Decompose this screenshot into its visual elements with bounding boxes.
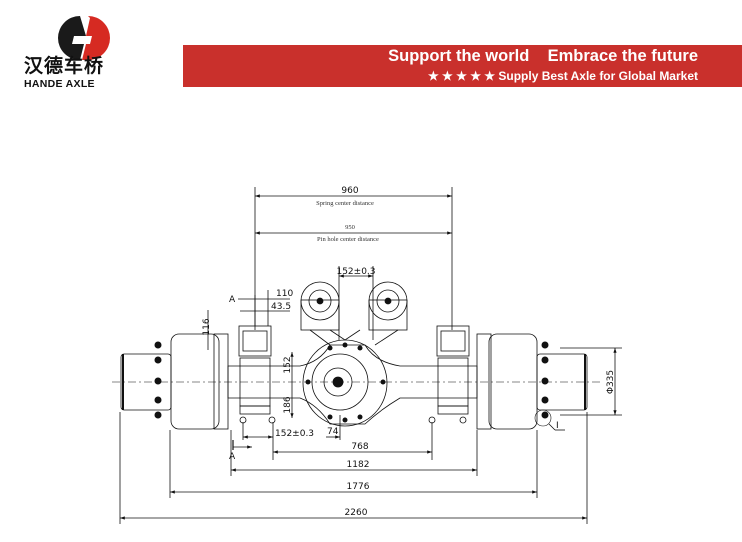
- dim-960: 960: [341, 186, 358, 196]
- dim-2260: 2260: [345, 508, 368, 518]
- dim-74: 74: [327, 427, 339, 437]
- dim-152-vertical: 152: [283, 356, 293, 373]
- dim-1776: 1776: [347, 482, 370, 492]
- pin-hole-center-label: Pin hole center distance: [317, 236, 379, 243]
- dim-950: 950: [345, 224, 355, 231]
- axle-housing: [227, 344, 478, 425]
- logo-english-name: HANDE AXLE: [24, 78, 95, 90]
- brake-air-chambers: [300, 266, 408, 346]
- dim-116: 116: [202, 318, 212, 335]
- dim-110: 110: [276, 289, 293, 299]
- right-spring-seat: [428, 325, 470, 424]
- differential-housing: [302, 339, 388, 427]
- dim-186-vertical: 186: [283, 396, 293, 413]
- spring-center-label: Spring center distance: [316, 200, 374, 207]
- dim-seat-spacing: 152±0.3: [275, 429, 314, 439]
- dim-1182: 1182: [347, 460, 370, 470]
- dim-chamber-spacing: 152±0.3: [336, 267, 375, 277]
- section-a-bottom: A: [229, 452, 236, 462]
- left-wheel-hub: [120, 333, 229, 430]
- section-a-top: A: [229, 295, 236, 305]
- right-wheel-hub: [476, 333, 588, 430]
- slogan-line-1: Support the world Embrace the future: [388, 47, 698, 65]
- logo-chinese-name: 汉德车桥: [24, 55, 105, 77]
- slogan-banner: Support the world Embrace the future ★ ★…: [183, 45, 742, 87]
- left-spring-seat: [238, 325, 276, 424]
- dim-43-5: 43.5: [271, 302, 291, 312]
- detail-i-label: I: [556, 421, 559, 431]
- dim-diameter-335: Φ335: [606, 370, 616, 394]
- slogan-line-2: ★ ★ ★ ★ ★ Supply Best Axle for Global Ma…: [427, 69, 698, 83]
- hande-logo: [40, 8, 130, 90]
- logo-mark-icon: [58, 16, 110, 60]
- dim-768: 768: [351, 442, 368, 452]
